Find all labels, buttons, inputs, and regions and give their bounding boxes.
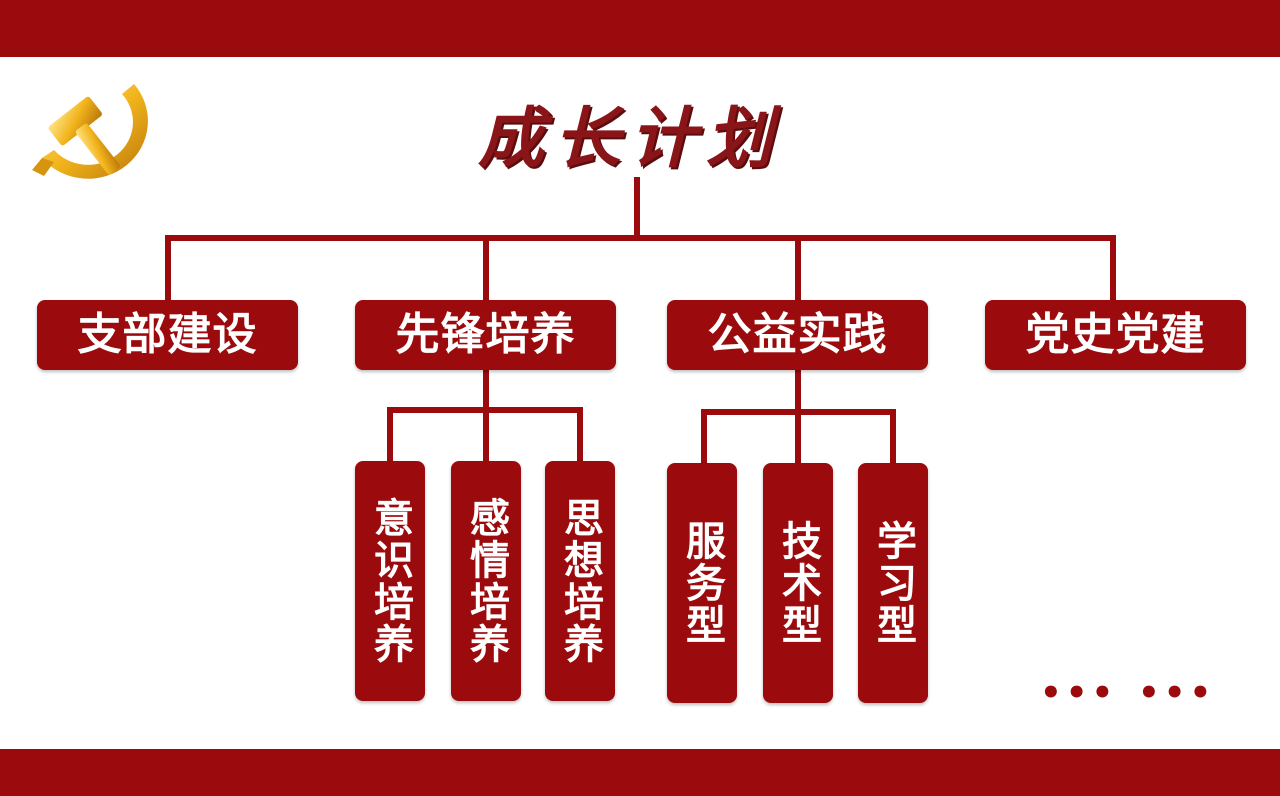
ellipsis-dots-1: ••• bbox=[1040, 673, 1118, 713]
child-label: 技术型 bbox=[775, 520, 821, 646]
diagram-title: 成长计划 bbox=[478, 99, 782, 177]
child-label: 服务型 bbox=[679, 520, 725, 646]
branch-box-3: 公益实践 bbox=[667, 300, 928, 370]
branch-box-2: 先锋培养 bbox=[355, 300, 616, 370]
child-box-3-3: 学习型 bbox=[858, 463, 928, 703]
child-label: 学习型 bbox=[870, 520, 916, 646]
child-box-2-1: 意识培养 bbox=[355, 461, 425, 701]
top-band bbox=[0, 0, 1280, 57]
child-box-3-1: 服务型 bbox=[667, 463, 737, 703]
child-box-2-3: 思想培养 bbox=[545, 461, 615, 701]
child-label: 意识培养 bbox=[367, 497, 413, 665]
child-box-2-2: 感情培养 bbox=[451, 461, 521, 701]
ellipsis-dots-2: ••• bbox=[1138, 673, 1216, 713]
child-label: 感情培养 bbox=[463, 497, 509, 665]
party-emblem-icon bbox=[32, 84, 148, 179]
branch-box-1: 支部建设 bbox=[37, 300, 298, 370]
branch-box-4: 党史党建 bbox=[985, 300, 1246, 370]
bottom-band bbox=[0, 749, 1280, 796]
child-box-3-2: 技术型 bbox=[763, 463, 833, 703]
child-label: 思想培养 bbox=[557, 497, 603, 665]
